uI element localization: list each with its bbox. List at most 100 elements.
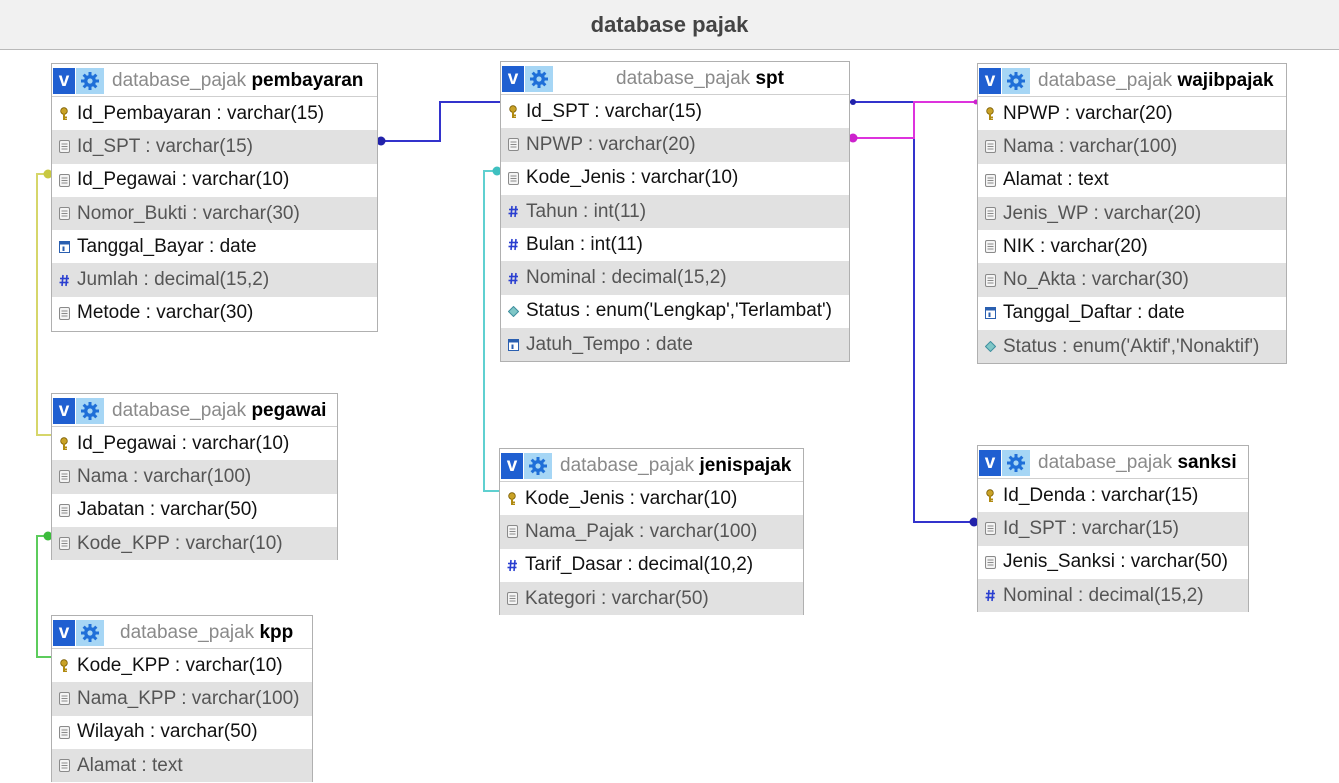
column-label: Nama_Pajak : varchar(100) [525, 520, 758, 542]
column-label: Kode_KPP : varchar(10) [77, 654, 283, 676]
gear-icon[interactable] [525, 66, 553, 92]
toggle-columns-button[interactable]: v [501, 453, 523, 479]
table-name[interactable]: pembayaran [251, 70, 364, 91]
column-row[interactable]: Id_SPT : varchar(15) [978, 512, 1248, 546]
column-icon [984, 140, 996, 154]
column-row[interactable]: Nama_KPP : varchar(100) [52, 682, 312, 716]
column-row[interactable]: NIK : varchar(20) [978, 230, 1286, 264]
toggle-columns-button[interactable]: v [53, 68, 75, 94]
column-row[interactable]: Status : enum('Aktif','Nonaktif') [978, 330, 1286, 364]
table-pegawai[interactable]: v database_pajak pegawai Id_Pegawai : va… [51, 393, 338, 561]
table-header[interactable]: v database_pajak spt [501, 62, 849, 95]
column-row[interactable]: Id_Denda : varchar(15) [978, 479, 1248, 513]
column-label: Alamat : text [77, 754, 183, 776]
table-header[interactable]: v database_pajak pegawai [52, 394, 337, 427]
column-row[interactable]: Metode : varchar(30) [52, 296, 377, 331]
table-wajibpajak[interactable]: v database_pajak wajibpajak NPWP : varch… [977, 63, 1287, 364]
toggle-columns-button[interactable]: v [979, 68, 1001, 94]
gear-icon[interactable] [76, 620, 104, 646]
column-row[interactable]: Tanggal_Daftar : date [978, 296, 1286, 331]
table-header[interactable]: v database_pajak wajibpajak [978, 64, 1286, 97]
table-name[interactable]: sanksi [1177, 452, 1237, 473]
column-row[interactable]: Kategori : varchar(50) [500, 581, 803, 616]
column-row[interactable]: Nama_Pajak : varchar(100) [500, 515, 803, 549]
column-row[interactable]: Kode_Jenis : varchar(10) [501, 161, 849, 195]
table-pembayaran[interactable]: v database_pajak pembayaran Id_Pembayara… [51, 63, 378, 332]
column-row[interactable]: Nama : varchar(100) [52, 460, 337, 494]
column-row[interactable]: Wilayah : varchar(50) [52, 715, 312, 749]
column-row[interactable]: Nama : varchar(100) [978, 130, 1286, 164]
column-row[interactable]: Jatuh_Tempo : date [501, 328, 849, 362]
database-name: database_pajak [1038, 452, 1173, 473]
table-jenispajak[interactable]: v database_pajak jenispajak Kode_Jenis :… [499, 448, 804, 616]
column-icon [506, 525, 518, 539]
database-name: database_pajak [120, 622, 255, 643]
column-row[interactable]: Nomor_Bukti : varchar(30) [52, 196, 377, 231]
column-row[interactable]: Id_Pegawai : varchar(10) [52, 163, 377, 197]
column-row[interactable]: Bulan : int(11) [501, 228, 849, 262]
gear-icon[interactable] [524, 453, 552, 479]
column-row[interactable]: No_Akta : varchar(30) [978, 263, 1286, 297]
column-row[interactable]: Tanggal_Bayar : date [52, 230, 377, 264]
table-kpp[interactable]: v database_pajak kpp Kode_KPP : varchar(… [51, 615, 313, 783]
column-row[interactable]: Id_Pegawai : varchar(10) [52, 427, 337, 461]
toggle-columns-button[interactable]: v [53, 398, 75, 424]
numeric-icon [58, 273, 70, 287]
numeric-icon [506, 558, 518, 572]
numeric-icon [507, 205, 519, 219]
column-row[interactable]: Alamat : text [52, 748, 312, 783]
column-row[interactable]: Nominal : decimal(15,2) [978, 578, 1248, 613]
table-name[interactable]: kpp [259, 622, 294, 643]
column-row[interactable]: Jumlah : decimal(15,2) [52, 263, 377, 297]
column-label: Jenis_WP : varchar(20) [1003, 202, 1202, 224]
column-label: Nama : varchar(100) [1003, 135, 1178, 157]
key-icon [58, 658, 70, 673]
column-row[interactable]: Tarif_Dasar : decimal(10,2) [500, 548, 803, 582]
relation-line-pegawai-kpp [36, 535, 51, 658]
table-header[interactable]: v database_pajak pembayaran [52, 64, 377, 97]
table-header[interactable]: v database_pajak kpp [52, 616, 312, 649]
column-label: Kode_KPP : varchar(10) [77, 532, 283, 554]
table-header[interactable]: v database_pajak jenispajak [500, 449, 803, 482]
column-row[interactable]: Id_Pembayaran : varchar(15) [52, 97, 377, 131]
table-spt[interactable]: v database_pajak spt Id_SPT : varchar(15… [500, 61, 850, 362]
toggle-columns-button[interactable]: v [979, 450, 1001, 476]
column-row[interactable]: Jenis_WP : varchar(20) [978, 196, 1286, 231]
column-row[interactable]: Alamat : text [978, 163, 1286, 197]
column-row[interactable]: NPWP : varchar(20) [501, 128, 849, 162]
table-name[interactable]: pegawai [251, 400, 327, 421]
toggle-columns-button[interactable]: v [502, 66, 524, 92]
column-row[interactable]: Kode_Jenis : varchar(10) [500, 482, 803, 516]
column-label: No_Akta : varchar(30) [1003, 269, 1189, 291]
toggle-columns-button[interactable]: v [53, 620, 75, 646]
column-icon [58, 725, 70, 739]
column-row[interactable]: Id_SPT : varchar(15) [52, 130, 377, 164]
column-label: Kode_Jenis : varchar(10) [525, 487, 738, 509]
gear-icon[interactable] [76, 68, 104, 94]
column-row[interactable]: Jabatan : varchar(50) [52, 493, 337, 527]
relation-endpoint [850, 99, 856, 105]
column-label: Id_Pegawai : varchar(10) [77, 169, 290, 191]
table-header[interactable]: v database_pajak sanksi [978, 446, 1248, 479]
relation-endpoint [969, 517, 979, 527]
column-row[interactable]: NPWP : varchar(20) [978, 97, 1286, 131]
column-row[interactable]: Kode_KPP : varchar(10) [52, 526, 337, 561]
gear-icon[interactable] [1002, 450, 1030, 476]
gear-icon[interactable] [1002, 68, 1030, 94]
table-name[interactable]: spt [755, 68, 784, 89]
column-row[interactable]: Nominal : decimal(15,2) [501, 261, 849, 295]
database-name: database_pajak [112, 400, 247, 421]
table-sanksi[interactable]: v database_pajak sanksi Id_Denda : varch… [977, 445, 1249, 613]
date-icon [58, 240, 70, 254]
numeric-icon [507, 238, 519, 252]
column-row[interactable]: Id_SPT : varchar(15) [501, 95, 849, 129]
column-row[interactable]: Kode_KPP : varchar(10) [52, 649, 312, 683]
table-name[interactable]: jenispajak [699, 455, 792, 476]
column-label: Id_SPT : varchar(15) [77, 135, 254, 157]
key-icon [984, 106, 996, 121]
table-name[interactable]: wajibpajak [1177, 70, 1274, 91]
gear-icon[interactable] [76, 398, 104, 424]
column-row[interactable]: Jenis_Sanksi : varchar(50) [978, 545, 1248, 579]
column-row[interactable]: Tahun : int(11) [501, 194, 849, 229]
column-row[interactable]: Status : enum('Lengkap','Terlambat') [501, 294, 849, 329]
